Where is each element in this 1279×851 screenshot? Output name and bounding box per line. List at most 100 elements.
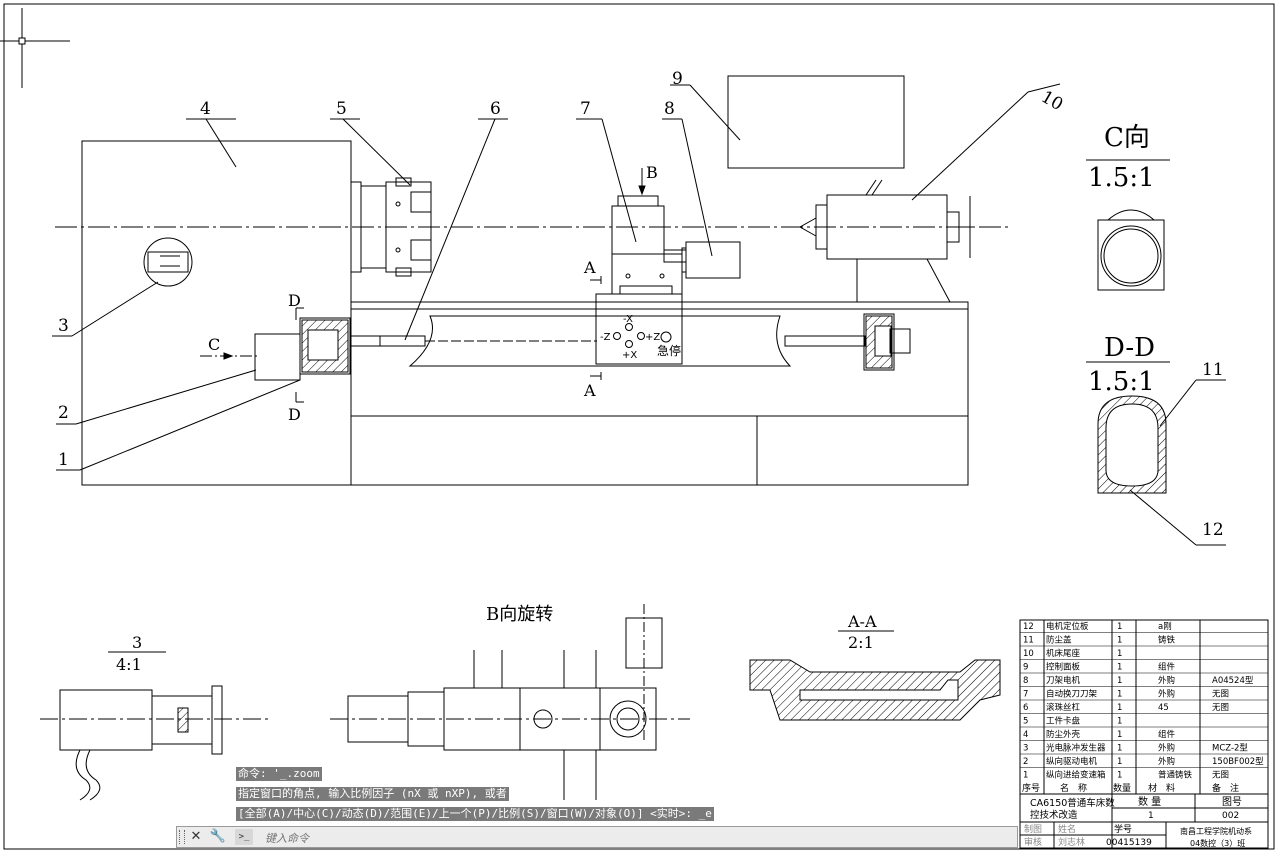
bom-row-name: 控制面板	[1046, 662, 1081, 673]
main-lathe-view	[55, 75, 1010, 486]
bom-row-qty: 1	[1117, 649, 1122, 659]
label-a-bottom: A	[583, 381, 596, 400]
bom-header-no: 序号	[1022, 782, 1040, 794]
bom-row-name: 防尘外壳	[1046, 729, 1081, 740]
bom-row-material: 外购	[1158, 689, 1175, 700]
callout-10: 10	[1038, 87, 1067, 115]
bom-header-qty: 数量	[1113, 782, 1131, 794]
bom-class: 04数控（3）班	[1190, 838, 1245, 848]
bom-row-material: 外购	[1158, 675, 1175, 686]
bom-row-qty: 1	[1117, 690, 1122, 700]
bom-row-no: 4	[1023, 730, 1028, 740]
detail-3-title: 3	[132, 633, 142, 652]
dd-section-view	[1086, 361, 1170, 494]
bom-row-note: 150BF002型	[1212, 757, 1264, 767]
bom-drawing-no-label: 图号	[1222, 796, 1242, 808]
bom-row-qty: 1	[1117, 730, 1122, 740]
bom-drawing-no: 002	[1222, 811, 1239, 821]
bom-row-note: 无图	[1212, 690, 1229, 700]
bom-row-material: 组件	[1158, 729, 1176, 740]
bom-row-material: a刚	[1158, 622, 1172, 632]
callout-9: 9	[672, 69, 683, 89]
bom-review-label: 审核	[1024, 836, 1042, 848]
callout-leaders	[52, 83, 1226, 546]
bom-header-note: 备 注	[1212, 782, 1239, 794]
bom-row-no: 5	[1023, 717, 1028, 727]
bom-row-material: 铸铁	[1158, 635, 1176, 646]
aa-section-view	[749, 630, 1001, 721]
detail-3-view	[40, 651, 270, 801]
bom-row-name: 自动换刀刀架	[1046, 689, 1098, 700]
bom-row-name: 纵向进给变速箱	[1046, 770, 1106, 781]
aa-view-scale: 2:1	[848, 633, 874, 652]
label-b-arrow: B	[646, 163, 658, 182]
bom-row-no: 1	[1023, 771, 1028, 781]
bom-row-name: 滚珠丝杠	[1046, 702, 1081, 713]
callout-5: 5	[336, 99, 347, 119]
detail-3-scale: 4:1	[116, 655, 142, 674]
bom-row-name: 电机定位板	[1046, 621, 1089, 632]
callout-1: 1	[58, 450, 69, 470]
callout-8: 8	[664, 99, 675, 119]
bom-table	[1019, 619, 1269, 849]
bom-review-name: 刘志林	[1058, 836, 1085, 848]
callout-11: 11	[1202, 360, 1224, 380]
bom-row-qty: 1	[1117, 703, 1122, 713]
close-icon[interactable]: ✕	[190, 829, 202, 844]
c-view-scale: 1.5:1	[1088, 163, 1155, 193]
command-prompt-icon[interactable]: >_	[235, 829, 253, 845]
bom-row-qty: 1	[1117, 636, 1122, 646]
command-history-line: 命令: '_.zoom	[236, 767, 322, 781]
bom-student-id-label: 学号	[1114, 823, 1132, 835]
drawing-frame	[3, 3, 1275, 850]
callout-6: 6	[490, 99, 501, 119]
bom-row-qty: 1	[1117, 771, 1122, 781]
bom-row-note: MCZ-2型	[1212, 744, 1248, 754]
bom-row-material: 组件	[1158, 662, 1176, 673]
command-line-bar[interactable]: ✕ 🔧 >_	[176, 826, 1018, 848]
bom-row-name: 工件卡盘	[1046, 716, 1081, 727]
bom-row-qty: 1	[1117, 676, 1122, 686]
callout-12: 12	[1202, 520, 1224, 540]
dd-view-title: D-D	[1104, 333, 1155, 363]
bom-row-material: 外购	[1158, 743, 1175, 754]
bom-row-material: 45	[1158, 703, 1169, 713]
bom-row-name: 光电脉冲发生器	[1046, 743, 1106, 754]
bom-row-no: 12	[1023, 622, 1034, 632]
c-direction-view	[1086, 159, 1170, 291]
command-input[interactable]	[263, 829, 1007, 847]
callout-4: 4	[200, 99, 211, 119]
command-history-line: [全部(A)/中心(C)/动态(D)/范围(E)/上一个(P)/比例(S)/窗口…	[236, 807, 714, 821]
bom-title-line1: CA6150普通车床数	[1030, 797, 1115, 809]
dd-view-scale: 1.5:1	[1088, 367, 1155, 397]
settings-icon[interactable]: 🔧	[209, 829, 227, 844]
label-a-top: A	[583, 258, 596, 277]
bom-draw-label: 制图	[1024, 823, 1042, 835]
b-rotate-title: B向旋转	[486, 604, 553, 625]
bom-row-no: 8	[1023, 676, 1028, 686]
aa-view-title: A-A	[847, 612, 877, 631]
drag-handle[interactable]	[179, 830, 185, 844]
panel-minus-x: -X	[623, 314, 633, 325]
bom-student-id: 00415139	[1106, 838, 1152, 848]
bom-row-name: 防尘盖	[1046, 635, 1072, 646]
bom-row-note: 无图	[1212, 771, 1229, 781]
bom-row-note: 无图	[1212, 703, 1229, 713]
c-view-title: C向	[1104, 123, 1150, 153]
bom-row-no: 3	[1023, 744, 1028, 754]
panel-estop: 急停	[657, 343, 681, 358]
bom-row-no: 2	[1023, 757, 1028, 767]
panel-minus-z: -Z	[600, 332, 611, 343]
bom-header-name: 名 称	[1060, 782, 1087, 794]
panel-plus-x: +X	[622, 350, 637, 361]
bom-row-qty: 1	[1117, 757, 1122, 767]
bom-name-label: 姓名	[1058, 823, 1076, 835]
panel-plus-z: +Z	[645, 332, 660, 343]
bom-header-material: 材 料	[1148, 782, 1175, 794]
callout-7: 7	[580, 99, 591, 119]
bom-row-no: 7	[1023, 690, 1028, 700]
bom-row-qty: 1	[1117, 622, 1122, 632]
callout-2: 2	[58, 403, 69, 423]
bom-row-no: 9	[1023, 663, 1028, 673]
